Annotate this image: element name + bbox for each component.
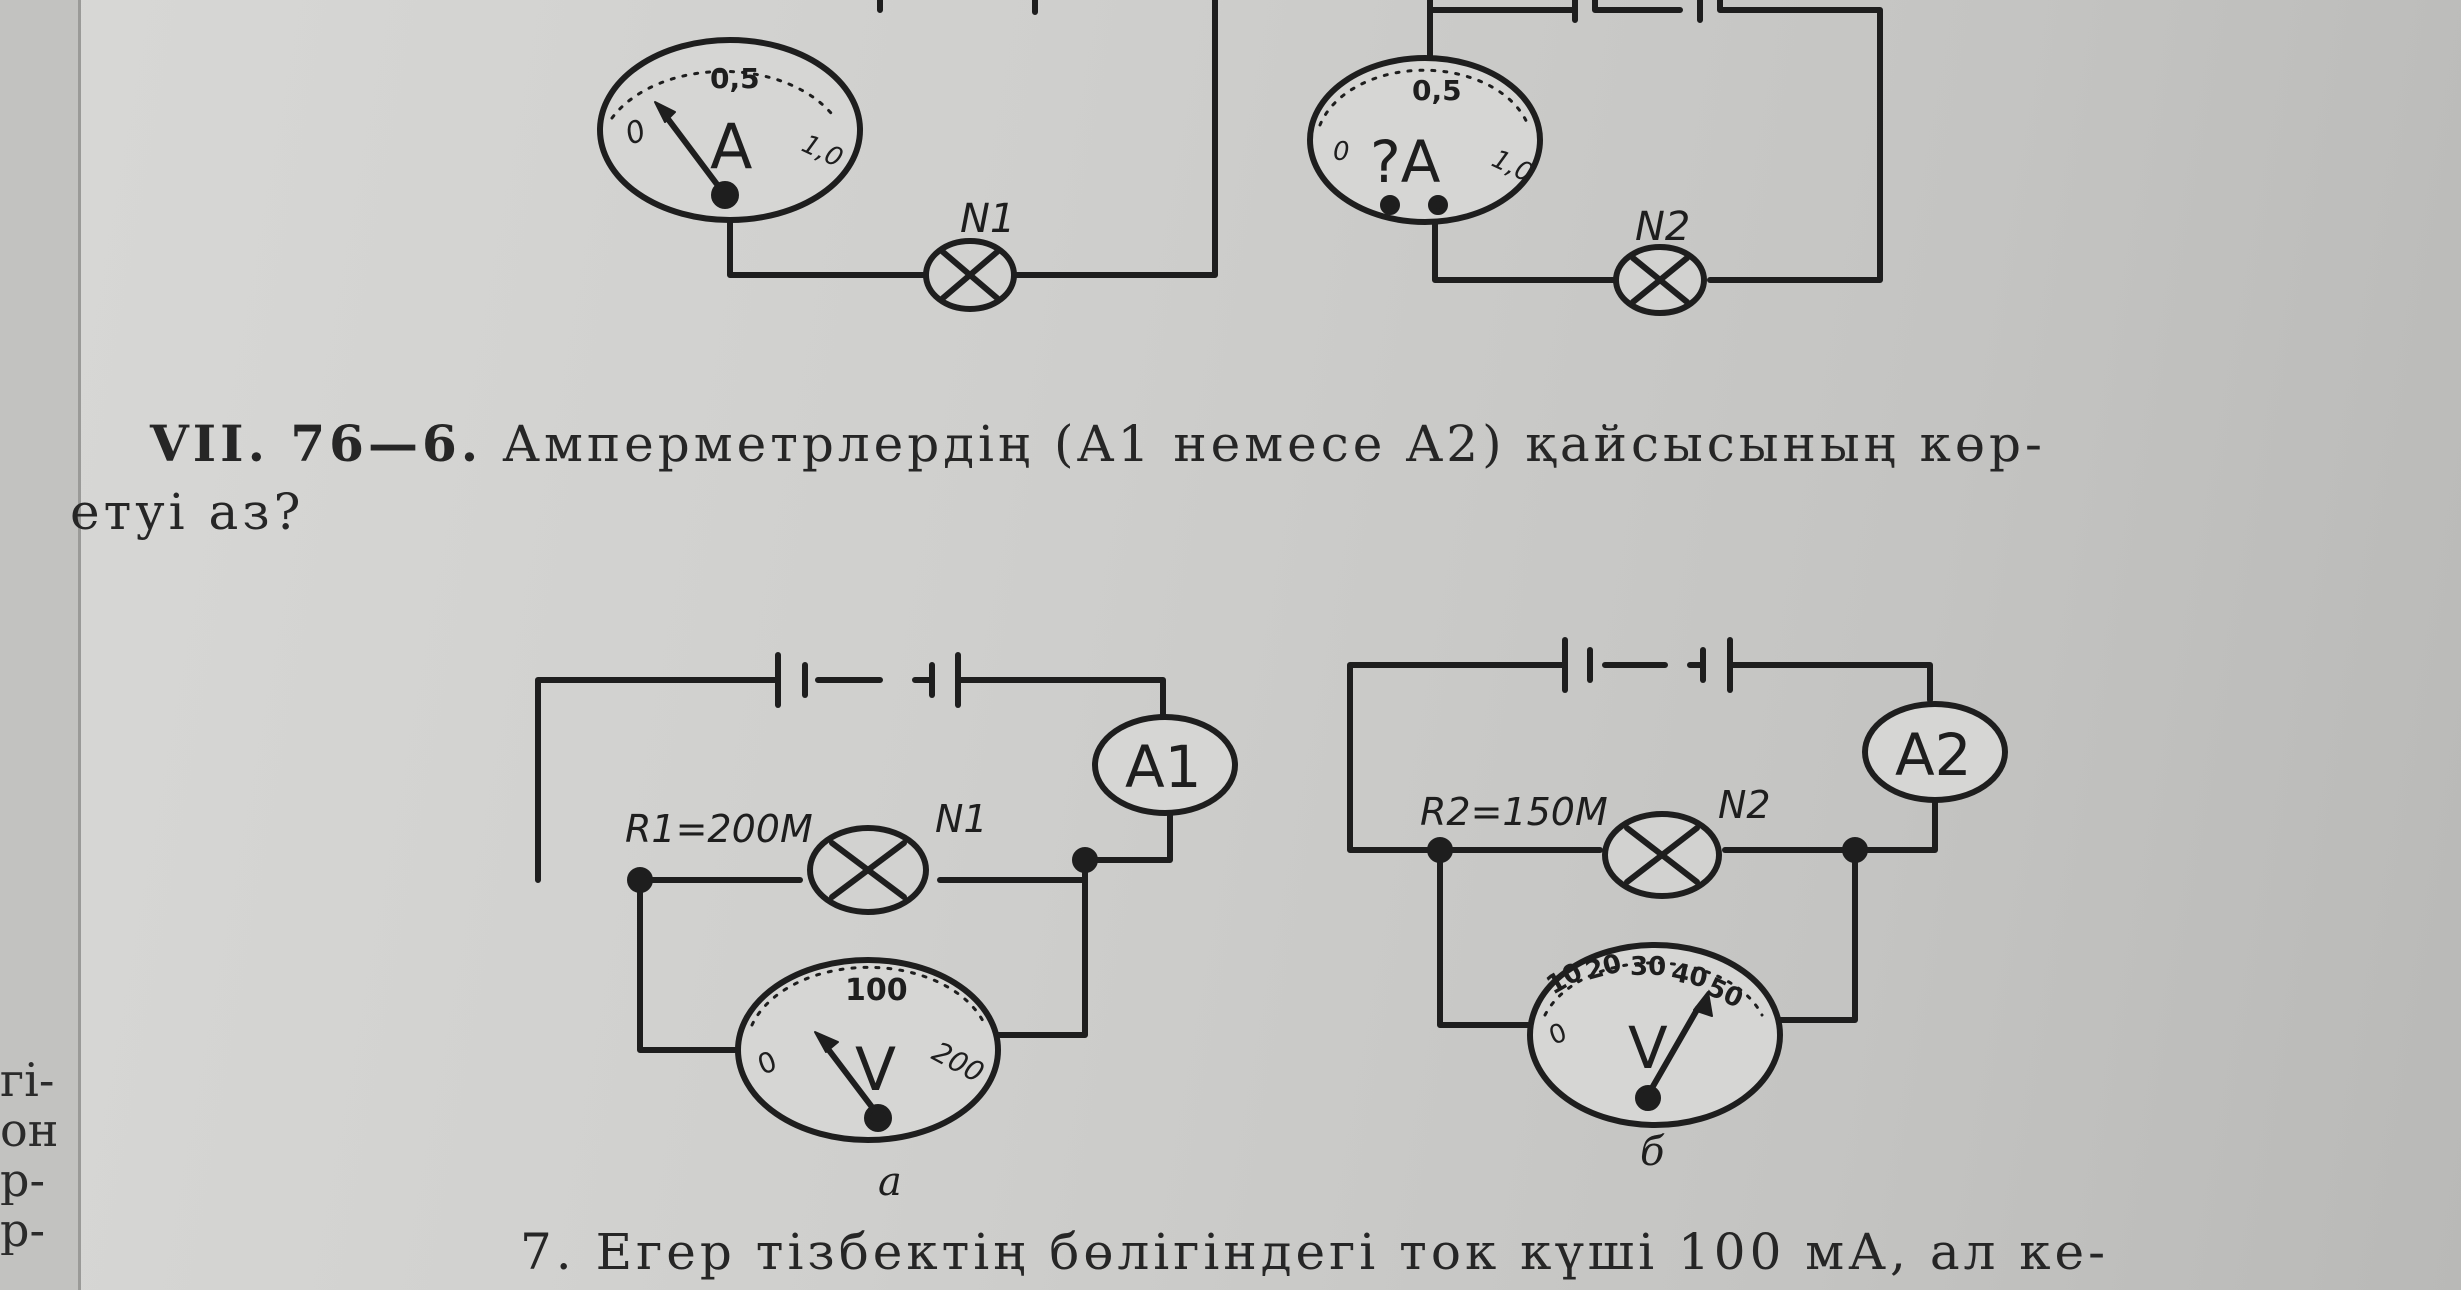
- voltmeter-b-symbol: V: [1628, 1014, 1668, 1082]
- top-left-meter-symbol: A: [710, 110, 752, 183]
- circuit-b: [1347, 637, 2008, 1128]
- top-right-circuit: [1307, 0, 1883, 316]
- ammeter-a1-label: A1: [1125, 733, 1202, 801]
- caption-b: б: [1640, 1129, 1665, 1175]
- top-left-lamp-label: N1: [960, 196, 1015, 242]
- ammeter-a2-label: A2: [1895, 721, 1972, 789]
- problem-line-2: етуі аз?: [70, 483, 305, 541]
- lamp-n1: [807, 825, 929, 915]
- top-left-ammeter: [597, 37, 863, 223]
- voltmeter-b-scale-40: 40: [1669, 958, 1711, 995]
- ammeter-a1: [1092, 714, 1238, 816]
- top-right-scale-0: 0: [1333, 137, 1350, 167]
- ammeter-a2: [1862, 701, 2008, 803]
- resistor-r1-label: R1=200M: [625, 807, 813, 851]
- problem-line-1: VII. 76—6. Амперметрлердің (A1 немесе A2…: [150, 410, 2380, 478]
- circuit-a: [535, 652, 1238, 1143]
- voltmeter-b: [1527, 942, 1783, 1128]
- lamp-n2-label: N2: [1718, 783, 1771, 827]
- lamp-n2: [1602, 811, 1722, 899]
- left-page-margin: [0, 0, 81, 1290]
- margin-fragment: р-: [0, 1205, 45, 1255]
- resistor-r2-label: R2=150M: [1420, 790, 1608, 834]
- margin-fragment: р-: [0, 1155, 45, 1205]
- top-left-circuit: [597, 0, 1218, 312]
- lamp-n1-label: N1: [935, 797, 988, 841]
- top-right-lamp-label: N2: [1635, 204, 1690, 250]
- lamp-n1-top: [923, 238, 1017, 312]
- margin-fragment: гі-: [0, 1055, 55, 1105]
- caption-a: а: [878, 1159, 902, 1205]
- top-left-scale-mid: 0,5: [710, 62, 760, 95]
- top-right-ammeter: [1307, 55, 1543, 225]
- voltmeter-a: [735, 957, 1001, 1143]
- margin-fragments: гі- он р- р-: [0, 1055, 76, 1255]
- problem-question: Амперметрлердің (A1 немесе A2) қайсысыны…: [502, 415, 2046, 473]
- voltmeter-a-symbol: V: [855, 1035, 896, 1105]
- top-right-meter-symbol: ?A: [1370, 128, 1441, 196]
- voltmeter-a-scale-100: 100: [845, 973, 908, 1008]
- next-problem-fragment: 7. Егер тізбектің бөлігіндегі ток күші 1…: [520, 1223, 2110, 1281]
- problem-number: VII. 76—6.: [150, 414, 483, 473]
- margin-fragment: он: [0, 1105, 59, 1155]
- top-right-scale-mid: 0,5: [1412, 74, 1462, 107]
- lamp-n2-top: [1613, 244, 1707, 316]
- problem-76-6: VII. 76—6. Амперметрлердің (A1 немесе A2…: [70, 410, 2380, 546]
- voltmeter-b-scale-30: 30: [1630, 952, 1666, 982]
